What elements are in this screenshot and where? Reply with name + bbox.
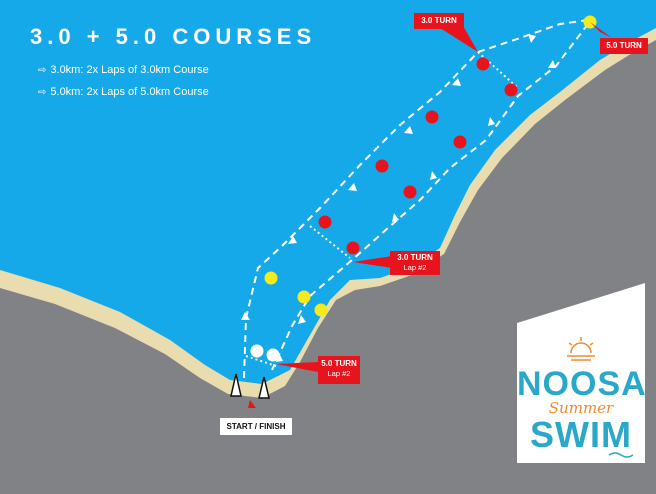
arrow-icon	[430, 171, 437, 180]
logo-panel	[517, 283, 645, 463]
callout-pointer	[353, 256, 392, 268]
arrow-icon	[404, 126, 413, 134]
direction-arrows	[241, 34, 556, 362]
arrow-icon	[276, 353, 283, 362]
finish-marker-icon	[258, 376, 270, 399]
buoy-red	[346, 241, 360, 255]
turn-connector-3-0	[477, 51, 519, 89]
callout-pointers	[248, 22, 612, 408]
arrow-icon	[298, 315, 306, 324]
buoy-yellow	[297, 290, 311, 304]
arrow-icon	[452, 78, 461, 86]
callout-subtitle: Lap #2	[327, 369, 351, 378]
legend-item-label: 3.0km: 2x Laps of 3.0km Course	[50, 64, 209, 76]
callout-3-0-turn-lap2: 3.0 TURN Lap #2	[390, 251, 440, 275]
callout-pointer	[248, 400, 256, 408]
callout-title: 3.0 TURN	[421, 16, 457, 25]
callout-title: 3.0 TURN	[397, 253, 433, 262]
arrow-icon	[348, 183, 357, 191]
turn-connector-3-0-lap2	[309, 225, 351, 259]
swimmer-icon	[608, 452, 634, 458]
arrow-icon	[548, 60, 556, 68]
callout-3-0-turn: 3.0 TURN	[414, 13, 464, 29]
map-title: 3.0 + 5.0 COURSES	[30, 24, 317, 49]
callout-5-0-turn: 5.0 TURN	[600, 38, 648, 54]
course-outbound-line	[243, 19, 589, 379]
logo-swim: SWIM	[530, 414, 632, 455]
buoy-red	[476, 57, 490, 71]
arrow-icon	[241, 312, 250, 320]
legend-item-label: 5.0km: 2x Laps of 5.0km Course	[50, 86, 209, 98]
arrow-icon	[288, 236, 297, 244]
buoy-red	[403, 185, 417, 199]
buoy-red	[504, 83, 518, 97]
legend-item: ⇨5.0km: 2x Laps of 5.0km Course	[38, 86, 209, 98]
callout-subtitle: Lap #2	[403, 263, 427, 272]
buoy-yellow	[314, 303, 328, 317]
buoy-red	[453, 135, 467, 149]
callout-pointer	[590, 22, 612, 38]
arrow-right-icon: ⇨	[38, 65, 47, 76]
land	[0, 40, 656, 494]
buoys	[250, 15, 597, 362]
callout-title: 5.0 TURN	[321, 359, 357, 368]
arrow-icon	[528, 34, 536, 43]
callout-title: 5.0 TURN	[606, 41, 642, 50]
buoy-red	[318, 215, 332, 229]
sun-icon	[567, 337, 595, 361]
buoy-white	[266, 348, 280, 362]
buoy-white	[250, 344, 264, 358]
noosa-summer-swim-logo: NOOSA Summer SWIM	[517, 283, 647, 463]
logo-summer: Summer	[548, 399, 614, 417]
arrow-right-icon: ⇨	[38, 87, 47, 98]
buoy-red	[375, 159, 389, 173]
callout-pointer	[276, 362, 318, 372]
arrow-icon	[392, 213, 399, 222]
start-marker-icon	[230, 373, 242, 397]
start-finish-markers	[230, 373, 270, 399]
logo-noosa: NOOSA	[517, 365, 647, 403]
legend-item: ⇨3.0km: 2x Laps of 3.0km Course	[38, 64, 209, 76]
arrow-icon	[488, 117, 495, 126]
turn-connector-5-0-lap2	[245, 355, 277, 367]
turn-connectors	[245, 51, 519, 367]
course-return-line	[271, 23, 589, 371]
callout-pointer	[440, 24, 478, 52]
buoy-yellow	[264, 271, 278, 285]
buoy-red	[425, 110, 439, 124]
course-lines	[243, 19, 589, 379]
start-finish-label: START / FINISH	[220, 418, 292, 435]
callout-5-0-turn-lap2: 5.0 TURN Lap #2	[318, 356, 360, 384]
